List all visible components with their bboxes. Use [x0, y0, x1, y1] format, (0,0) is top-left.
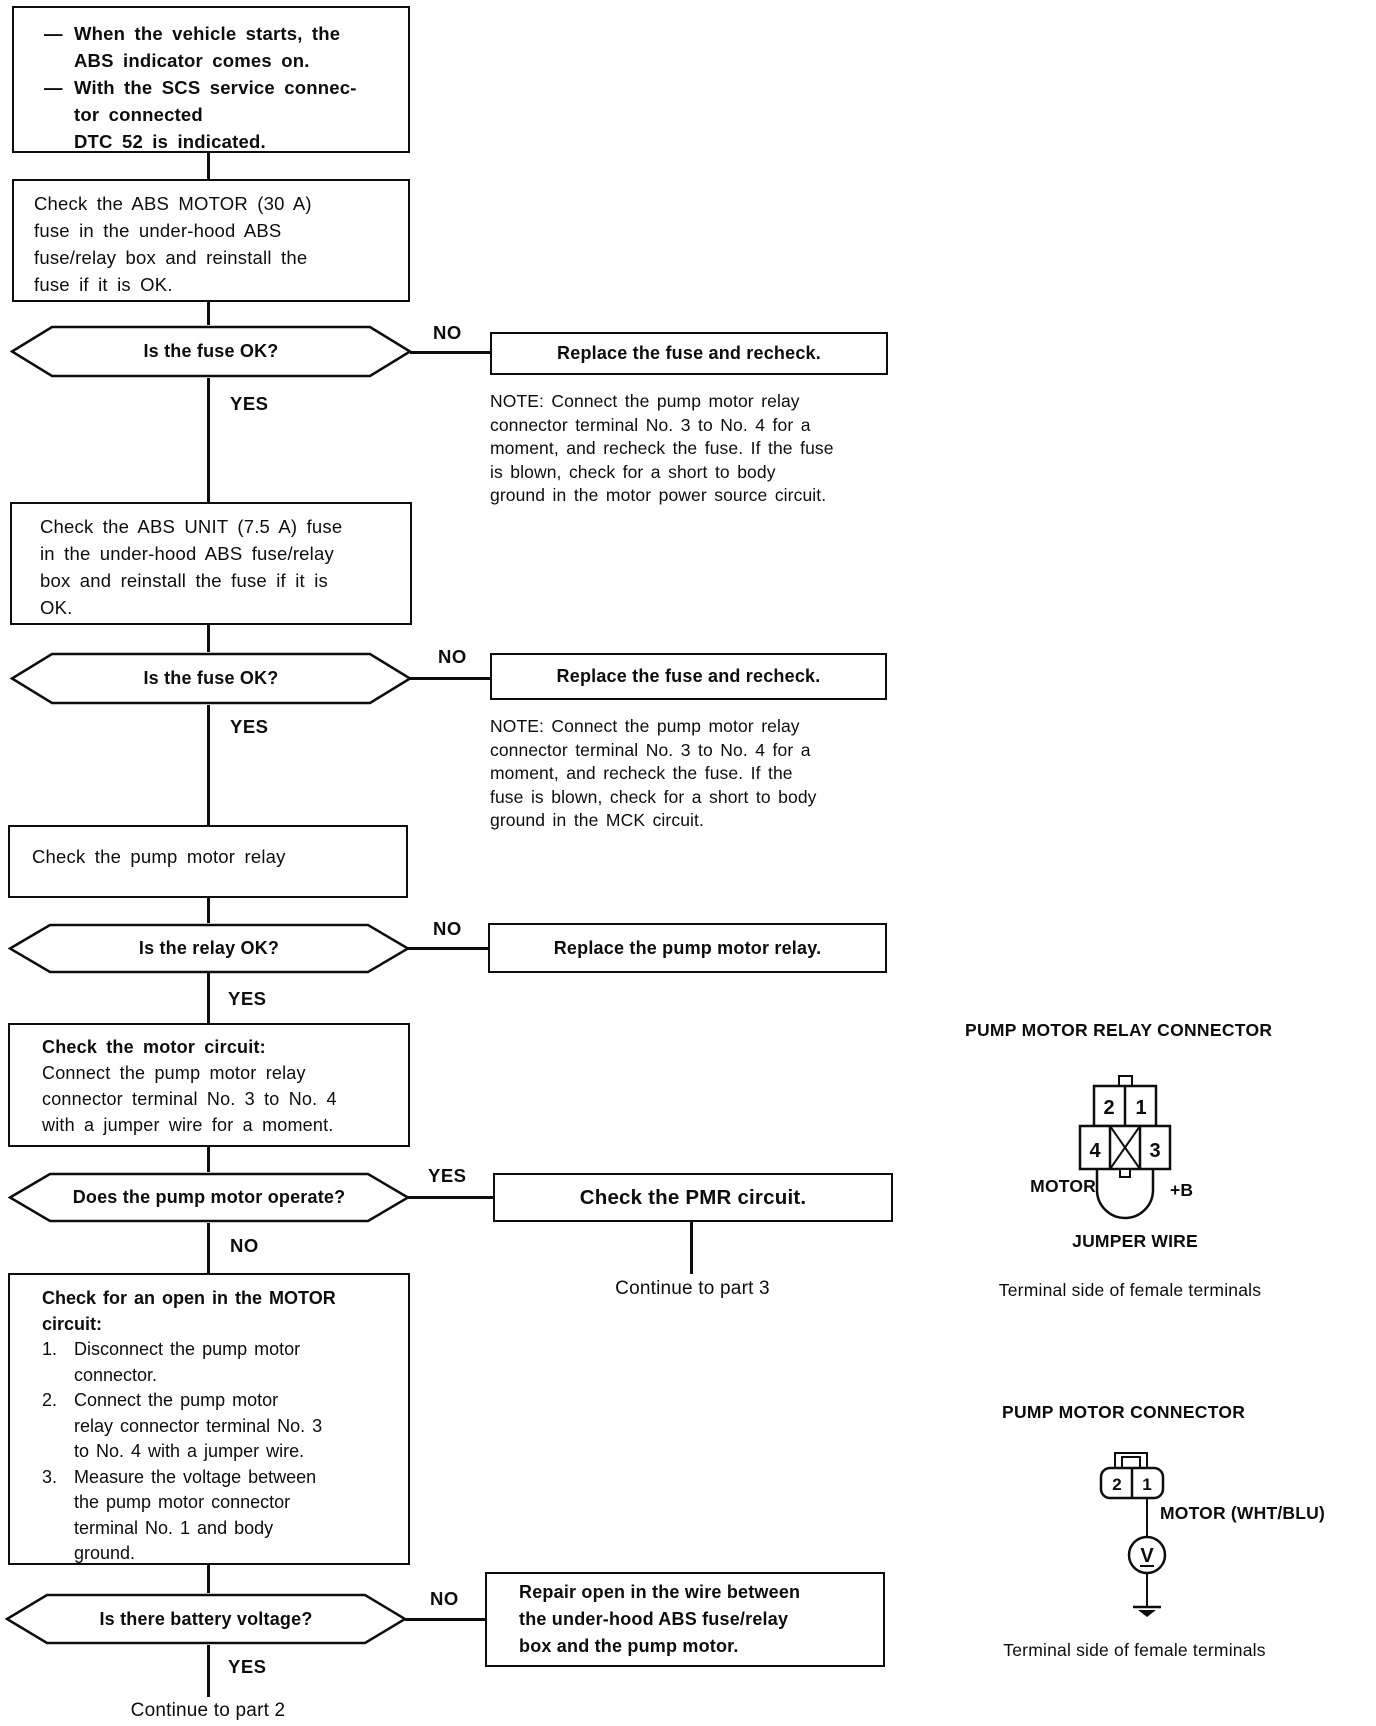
step-check-unit-fuse: Check the ABS UNIT (7.5 A) fuse in the u…: [10, 502, 412, 625]
dash-bullet: —: [44, 77, 63, 98]
yes-label: YES: [230, 716, 269, 737]
connector-line: [207, 1147, 210, 1172]
connector-line: [207, 302, 210, 325]
list-item: 1. Disconnect the pump motor connector.: [42, 1337, 402, 1388]
no-label: NO: [230, 1235, 259, 1256]
relay-connector-title: PUMP MOTOR RELAY CONNECTOR: [965, 1020, 1273, 1040]
decision-battery-voltage: Is there battery voltage?: [5, 1593, 407, 1645]
decision-label: Is the fuse OK?: [143, 341, 279, 361]
pump-connector-title: PUMP MOTOR CONNECTOR: [1002, 1402, 1246, 1422]
action-replace-fuse-1: Replace the fuse and recheck.: [490, 332, 888, 375]
symptom-bullet: — With the SCS service connec- tor conne…: [44, 74, 398, 155]
decision-label: Is there battery voltage?: [99, 1608, 313, 1629]
no-label: NO: [433, 918, 462, 939]
pump-connector-diagram: 2 1 V: [1095, 1445, 1175, 1625]
continue-part-3: Continue to part 3: [615, 1278, 770, 1299]
list-text: Disconnect the pump motor connector.: [74, 1339, 301, 1385]
connector-line: [207, 1223, 210, 1273]
list-item: 2. Connect the pump motor relay connecto…: [42, 1388, 402, 1465]
connector-line: [207, 898, 210, 923]
action-replace-fuse-2: Replace the fuse and recheck.: [490, 653, 887, 700]
step-text: Check the ABS UNIT (7.5 A) fuse in the u…: [40, 516, 343, 618]
note-1: NOTE: Connect the pump motor relay conne…: [490, 391, 834, 505]
list-number: 2.: [42, 1390, 58, 1410]
connector-line: [207, 378, 210, 502]
step-text: Check the ABS MOTOR (30 A) fuse in the u…: [34, 193, 312, 295]
terminal-2: 2: [1103, 1097, 1114, 1119]
step-check-motor-fuse: Check the ABS MOTOR (30 A) fuse in the u…: [12, 179, 410, 302]
connector-line: [207, 973, 210, 1023]
action-label: Replace the pump motor relay.: [553, 937, 822, 958]
relay-connector-diagram: 2 1 4 3: [1075, 1070, 1205, 1228]
terminal-4: 4: [1089, 1140, 1101, 1162]
no-label: NO: [430, 1588, 459, 1609]
no-label: NO: [433, 322, 462, 343]
decision-fuse-ok-2: Is the fuse OK?: [10, 652, 412, 705]
step-check-motor-circuit: Check the motor circuit: Connect the pum…: [8, 1023, 410, 1147]
connector-line: [207, 705, 210, 825]
connector-line: [410, 677, 490, 680]
yes-label: YES: [428, 1165, 467, 1186]
relay-connector-drawing: 2 1 4 3: [1078, 1075, 1172, 1220]
action-label: Replace the fuse and recheck.: [557, 343, 821, 363]
list-text: Measure the voltage between the pump mot…: [74, 1466, 317, 1564]
action-label: Check the PMR circuit.: [579, 1185, 807, 1209]
motor-wire-label: MOTOR (WHT/BLU): [1160, 1503, 1326, 1523]
jumper-wire-loop: [1095, 1169, 1155, 1220]
decision-pump-operate: Does the pump motor operate?: [8, 1172, 410, 1223]
terminal-1: 1: [1135, 1097, 1146, 1119]
symptom-text: When the vehicle starts, the ABS indicat…: [74, 23, 341, 71]
action-label: Repair open in the wire between the unde…: [519, 1582, 801, 1656]
pump-connector-drawing: 2 1 V: [1099, 1452, 1167, 1617]
yes-label: YES: [228, 988, 267, 1009]
step-check-open-motor: Check for an open in the MOTOR circuit: …: [8, 1273, 410, 1565]
action-repair-open: Repair open in the wire between the unde…: [485, 1572, 885, 1667]
list-text: Connect the pump motor relay connector t…: [74, 1390, 323, 1461]
step-text: Check the pump motor relay: [32, 846, 286, 867]
yes-label: YES: [230, 393, 269, 414]
pump-connector-caption: Terminal side of female terminals: [1003, 1640, 1266, 1660]
symptom-text: With the SCS service connec- tor connect…: [74, 77, 357, 152]
symptom-box: — When the vehicle starts, the ABS indic…: [12, 6, 410, 153]
connector-line: [408, 1196, 493, 1199]
motor-terminal-label: MOTOR: [1030, 1176, 1096, 1196]
terminal-3: 3: [1149, 1140, 1160, 1162]
jumper-wire-label: JUMPER WIRE: [1072, 1231, 1198, 1251]
step-check-pump-relay: Check the pump motor relay: [8, 825, 408, 898]
connector-line: [207, 153, 210, 179]
relay-connector-caption: Terminal side of female terminals: [998, 1280, 1262, 1300]
action-check-pmr: Check the PMR circuit.: [493, 1173, 893, 1222]
decision-relay-ok: Is the relay OK?: [8, 923, 410, 974]
step-heading: Check the motor circuit:: [42, 1037, 266, 1057]
decision-label: Is the relay OK?: [138, 938, 280, 958]
symptom-bullet: — When the vehicle starts, the ABS indic…: [44, 20, 398, 74]
decision-label: Does the pump motor operate?: [72, 1187, 346, 1207]
list-item: 3. Measure the voltage between the pump …: [42, 1465, 402, 1567]
connector-line: [690, 1222, 693, 1274]
plus-b-terminal-label: +B: [1170, 1180, 1194, 1200]
connector-line: [405, 1618, 485, 1621]
continue-part-2: Continue to part 2: [130, 1700, 286, 1721]
action-label: Replace the fuse and recheck.: [556, 666, 821, 686]
connector-line: [408, 947, 488, 950]
action-replace-relay: Replace the pump motor relay.: [488, 923, 887, 973]
connector-line: [410, 351, 490, 354]
step-text: Connect the pump motor relay connector t…: [42, 1063, 337, 1135]
voltmeter-symbol: V: [1140, 1545, 1154, 1567]
dash-bullet: —: [44, 23, 63, 44]
list-number: 1.: [42, 1339, 58, 1359]
connector-line: [207, 625, 210, 652]
decision-label: Is the fuse OK?: [143, 668, 279, 688]
terminal-2: 2: [1112, 1475, 1121, 1494]
step-heading: Check for an open in the MOTOR circuit:: [42, 1288, 336, 1334]
connector-line: [207, 1565, 210, 1593]
no-label: NO: [438, 646, 467, 667]
decision-fuse-ok-1: Is the fuse OK?: [10, 325, 412, 378]
note-2: NOTE: Connect the pump motor relay conne…: [490, 716, 817, 830]
yes-label: YES: [228, 1656, 267, 1677]
connector-line: [207, 1645, 210, 1697]
list-number: 3.: [42, 1466, 58, 1487]
terminal-1: 1: [1142, 1475, 1151, 1494]
